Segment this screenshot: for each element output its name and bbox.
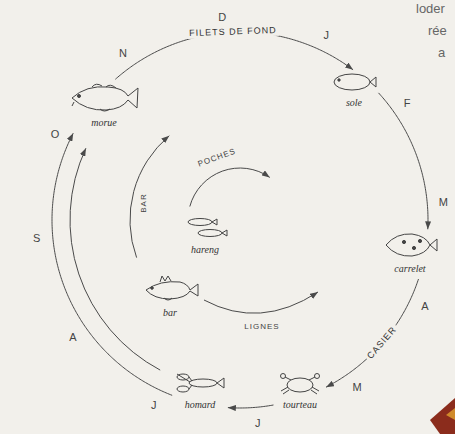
species-name: carrelet: [394, 263, 425, 275]
bass-fins: [160, 276, 172, 300]
month-letter: A: [69, 332, 76, 343]
species-node: morue: [69, 82, 139, 130]
gear-label: FILETS DE FOND: [187, 25, 279, 39]
month-letter: J: [255, 418, 261, 429]
species-name: morue: [91, 117, 117, 129]
page-fragment: a: [438, 46, 445, 59]
month-letter: S: [33, 232, 40, 243]
herring-body: [188, 219, 212, 226]
plaice-spot: [418, 239, 421, 242]
plaice-spot: [402, 240, 405, 243]
gear-label: LIGNES: [244, 323, 279, 331]
month-letter: O: [51, 128, 60, 139]
crab-claw: [281, 374, 286, 379]
cod-drawing: [72, 84, 138, 111]
species-name: hareng: [191, 244, 219, 256]
month-letter: M: [439, 197, 448, 208]
cycle-arrow: [115, 32, 353, 79]
cod-body: [72, 87, 138, 110]
species-name: homard: [185, 399, 216, 411]
corner-triangle: [446, 408, 455, 420]
corner-ornament: [430, 398, 455, 434]
gear-label: POCHES: [197, 147, 237, 168]
species-node: hareng: [178, 215, 232, 257]
cycle-arrow: [228, 405, 274, 408]
lobster-arms: [177, 374, 192, 389]
month-letter: A: [421, 301, 428, 312]
herring-drawing: [188, 219, 227, 237]
sole-body: [334, 74, 370, 90]
sole-drawing: [334, 74, 376, 90]
sole-tail: [370, 77, 376, 87]
plaice-tail: [430, 239, 437, 251]
lobster-body: [189, 379, 217, 387]
crab-drawing: [281, 374, 320, 395]
herring-tail: [222, 230, 227, 236]
plaice-spot: [412, 246, 415, 249]
month-letter: D: [218, 11, 226, 22]
species-name: sole: [346, 97, 362, 109]
page-fragment: rée: [428, 24, 447, 37]
species-node: carrelet: [382, 232, 438, 276]
cod-fins: [72, 84, 116, 111]
sole-eye: [338, 79, 340, 81]
herring-tail: [212, 219, 217, 225]
month-letter: M: [352, 382, 361, 393]
cycle-arrow: [52, 133, 172, 395]
bass-drawing: [146, 276, 198, 300]
inner-arc: [190, 168, 270, 206]
herring-body: [198, 230, 222, 237]
species-node: sole: [332, 72, 376, 110]
lobster-tail: [217, 378, 224, 388]
month-letter: J: [323, 30, 329, 41]
gear-label: CASIER: [364, 323, 401, 363]
lobster-claw: [177, 386, 189, 392]
inner-arcs: [70, 136, 318, 370]
bass-body: [146, 282, 198, 299]
corner-triangle: [430, 398, 455, 434]
plaice-body: [386, 234, 430, 256]
crab-legs: [281, 377, 319, 394]
page-fragment: loder: [416, 2, 445, 15]
species-name: tourteau: [283, 399, 317, 411]
gear-label: BAR: [140, 193, 148, 212]
cycle-arrow: [379, 93, 428, 229]
inner-arrow: [204, 292, 318, 313]
month-letter: F: [404, 97, 411, 108]
cod-eye: [78, 95, 81, 98]
month-letter: N: [119, 47, 127, 58]
bass-eye: [151, 287, 154, 290]
species-node: bar: [140, 278, 200, 320]
cycle-arrow: [326, 279, 418, 387]
species-node: tourteau: [276, 372, 324, 412]
inner-arc: [70, 148, 160, 370]
plaice-drawing: [386, 234, 437, 256]
fish-drawings: [72, 74, 437, 394]
month-letter: J: [151, 399, 157, 410]
lobster-drawing: [177, 374, 224, 392]
species-name: bar: [163, 307, 177, 319]
inner-arc: [130, 136, 169, 258]
species-node: homard: [175, 370, 225, 412]
crab-claw: [315, 374, 320, 379]
